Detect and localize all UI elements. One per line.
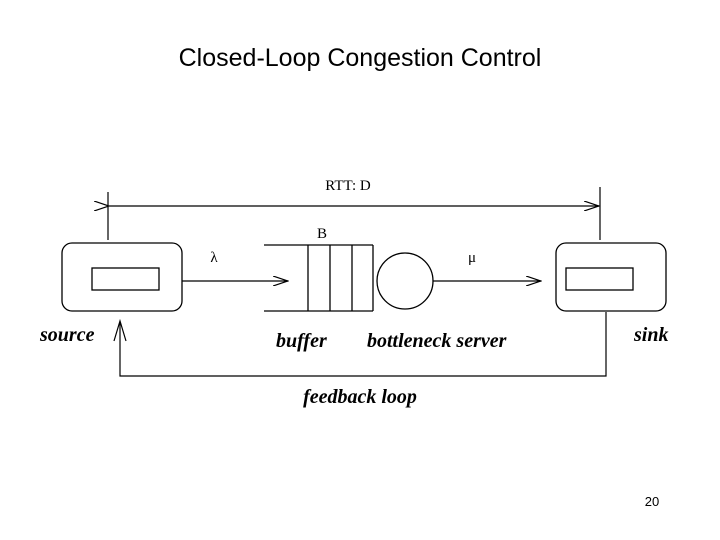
- sink-label: sink: [633, 324, 668, 346]
- arrival-rate-label: λ: [210, 250, 218, 266]
- rtt-label: RTT: D: [325, 178, 371, 194]
- source-inner-box: [91, 267, 160, 291]
- bottleneck-server: [376, 252, 434, 310]
- buffer-label: buffer: [276, 330, 327, 352]
- slide-title: Closed-Loop Congestion Control: [178, 44, 542, 72]
- service-rate-label: μ: [468, 250, 476, 266]
- server-label: bottleneck server: [367, 330, 507, 352]
- feedback-arrowhead: [113, 318, 127, 342]
- buffer-queue: [264, 244, 374, 312]
- source-label: source: [39, 324, 95, 346]
- feedback-loop-line: [119, 312, 607, 377]
- page-number: 20: [644, 494, 660, 509]
- feedback-label: feedback loop: [303, 386, 417, 408]
- sink-inner-box: [565, 267, 634, 291]
- buffer-size-label: B: [317, 226, 327, 242]
